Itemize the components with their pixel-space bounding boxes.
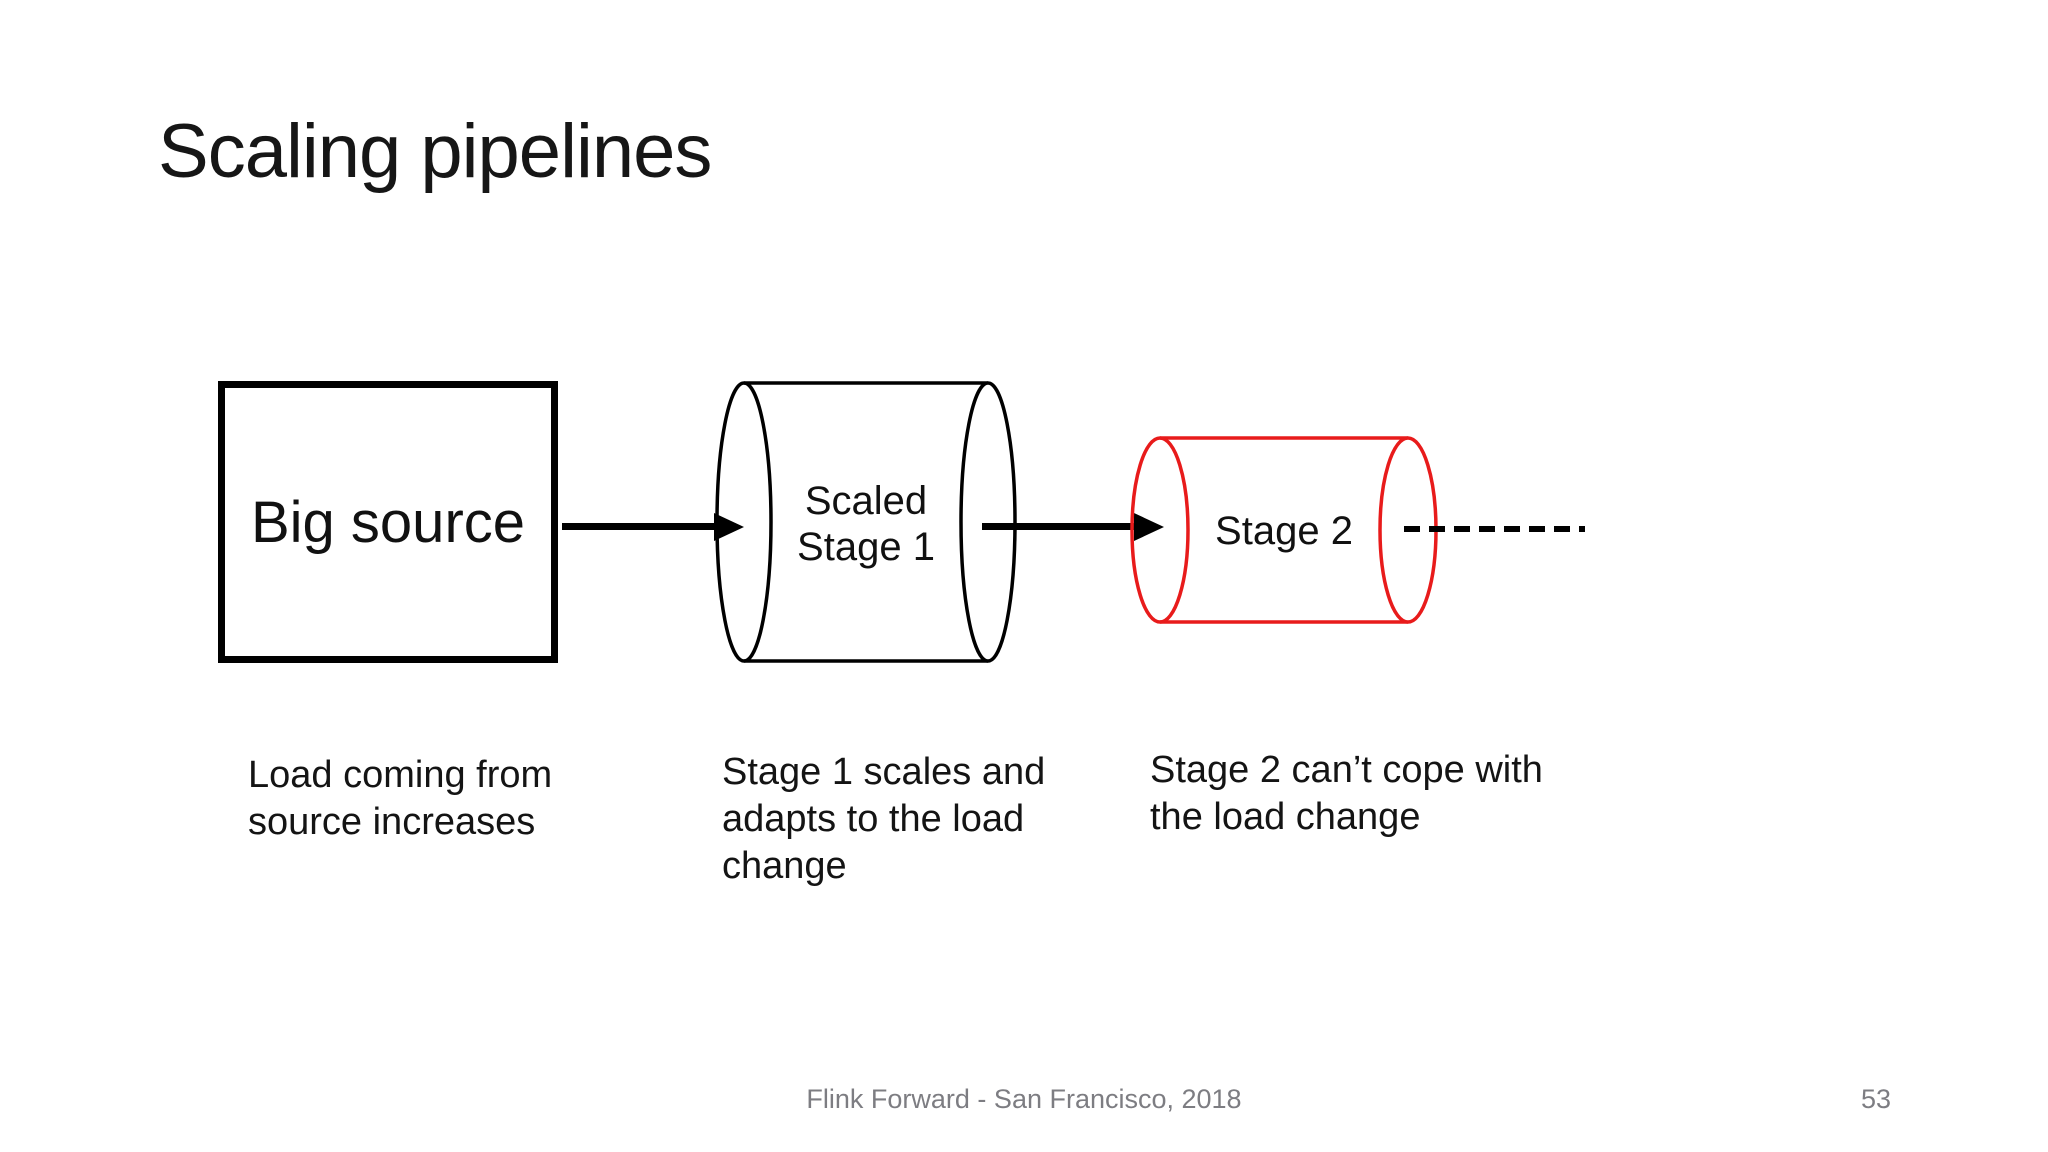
arrow-stage1-to-stage2-shaft (982, 523, 1134, 530)
stage1-cylinder-right-ellipse (959, 381, 1017, 663)
caption-source-load: Load coming from source increases (248, 754, 553, 843)
arrow-source-to-stage1-head-icon (714, 513, 744, 541)
arrow-source-to-stage1-shaft (562, 523, 718, 530)
slide-title: Scaling pipelines (158, 109, 712, 194)
stage1-cylinder-label: Scaled Stage 1 (797, 479, 935, 569)
caption-stage2-cant-cope: Stage 2 can’t cope with the load change (1150, 749, 1543, 838)
stage2-cylinder-label: Stage 2 (1215, 509, 1353, 553)
stage2-output-dashed-line (1404, 526, 1585, 532)
stage1-cylinder-left-ellipse (715, 381, 773, 663)
big-source-box: Big source (218, 381, 558, 663)
arrow-stage1-to-stage2-head-icon (1134, 513, 1164, 541)
caption-stage1-scales: Stage 1 scales and adapts to the load ch… (722, 751, 1046, 887)
stage2-cylinder-left-ellipse (1130, 436, 1190, 624)
slide-page-number: 53 (1861, 1084, 1892, 1114)
stage1-cylinder-shape (715, 381, 1017, 663)
big-source-label: Big source (250, 489, 526, 555)
footer-conference-text: Flink Forward - San Francisco, 2018 (806, 1084, 1242, 1114)
